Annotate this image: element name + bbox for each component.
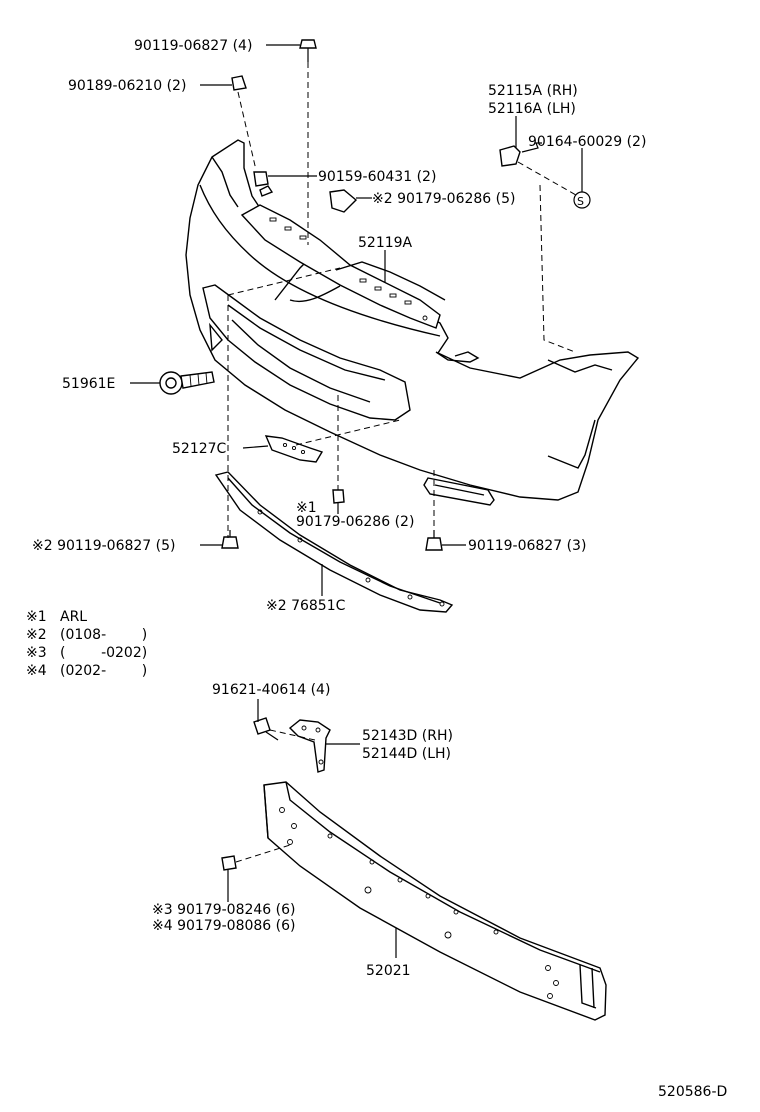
tow-hook [159, 371, 215, 395]
center-bracket [264, 435, 324, 463]
label-90189-06210: 90189-06210 (2) [68, 78, 186, 94]
leader-lines [130, 44, 583, 958]
note-mark: ※2 [26, 627, 47, 643]
label-90119-06827-3: 90119-06827 (3) [468, 538, 586, 554]
labels: 90119-06827 (4) 90189-06210 (2) 52115A (… [32, 38, 646, 979]
note-text: (0108- ) [60, 627, 147, 643]
note-mark: ※4 [26, 663, 47, 679]
label-note-1: ※1 [296, 500, 317, 516]
label-52021: 52021 [366, 963, 411, 979]
label-90159-60431: 90159-60431 (2) [318, 169, 436, 185]
label-52115a: 52115A (RH) [488, 83, 578, 99]
reinforcement [263, 781, 607, 1021]
label-90179-06286-2: 90179-06286 (2) [296, 514, 414, 530]
note-mark: ※1 [26, 609, 47, 625]
diagram-code: 520586-D [658, 1084, 727, 1100]
label-52127c: 52127C [172, 441, 227, 457]
label-52116a: 52116A (LH) [488, 101, 576, 117]
svg-text:S: S [577, 195, 584, 208]
label-51961e: 51961E [62, 376, 115, 392]
arm-bracket [288, 719, 331, 773]
label-90119-06827-4: 90119-06827 (4) [134, 38, 252, 54]
lower-spoiler [214, 471, 454, 613]
note-text: ( -0202) [60, 645, 147, 661]
note-text: (0202- ) [60, 663, 147, 679]
upper-stay [240, 204, 446, 329]
label-76851c: ※2 76851C [266, 598, 346, 614]
label-90179-08086: ※4 90179-08086 (6) [152, 918, 296, 934]
label-90179-06286-5: ※2 90179-06286 (5) [372, 191, 516, 207]
note-text: ARL [60, 609, 87, 625]
guide-lines [227, 62, 577, 863]
label-52144d: 52144D (LH) [362, 746, 451, 762]
label-90119-06827-5: ※2 90119-06827 (5) [32, 538, 176, 554]
label-91621-40614: 91621-40614 (4) [212, 682, 330, 698]
label-90179-08246: ※3 90179-08246 (6) [152, 902, 296, 918]
notes-legend: ※1 ARL ※2 (0108- ) ※3 ( -0202) ※4 (0202-… [26, 609, 147, 679]
label-90164-60029: 90164-60029 (2) [528, 134, 646, 150]
note-mark: ※3 [26, 645, 47, 661]
label-52119a: 52119A [358, 235, 413, 251]
label-52143d: 52143D (RH) [362, 728, 453, 744]
